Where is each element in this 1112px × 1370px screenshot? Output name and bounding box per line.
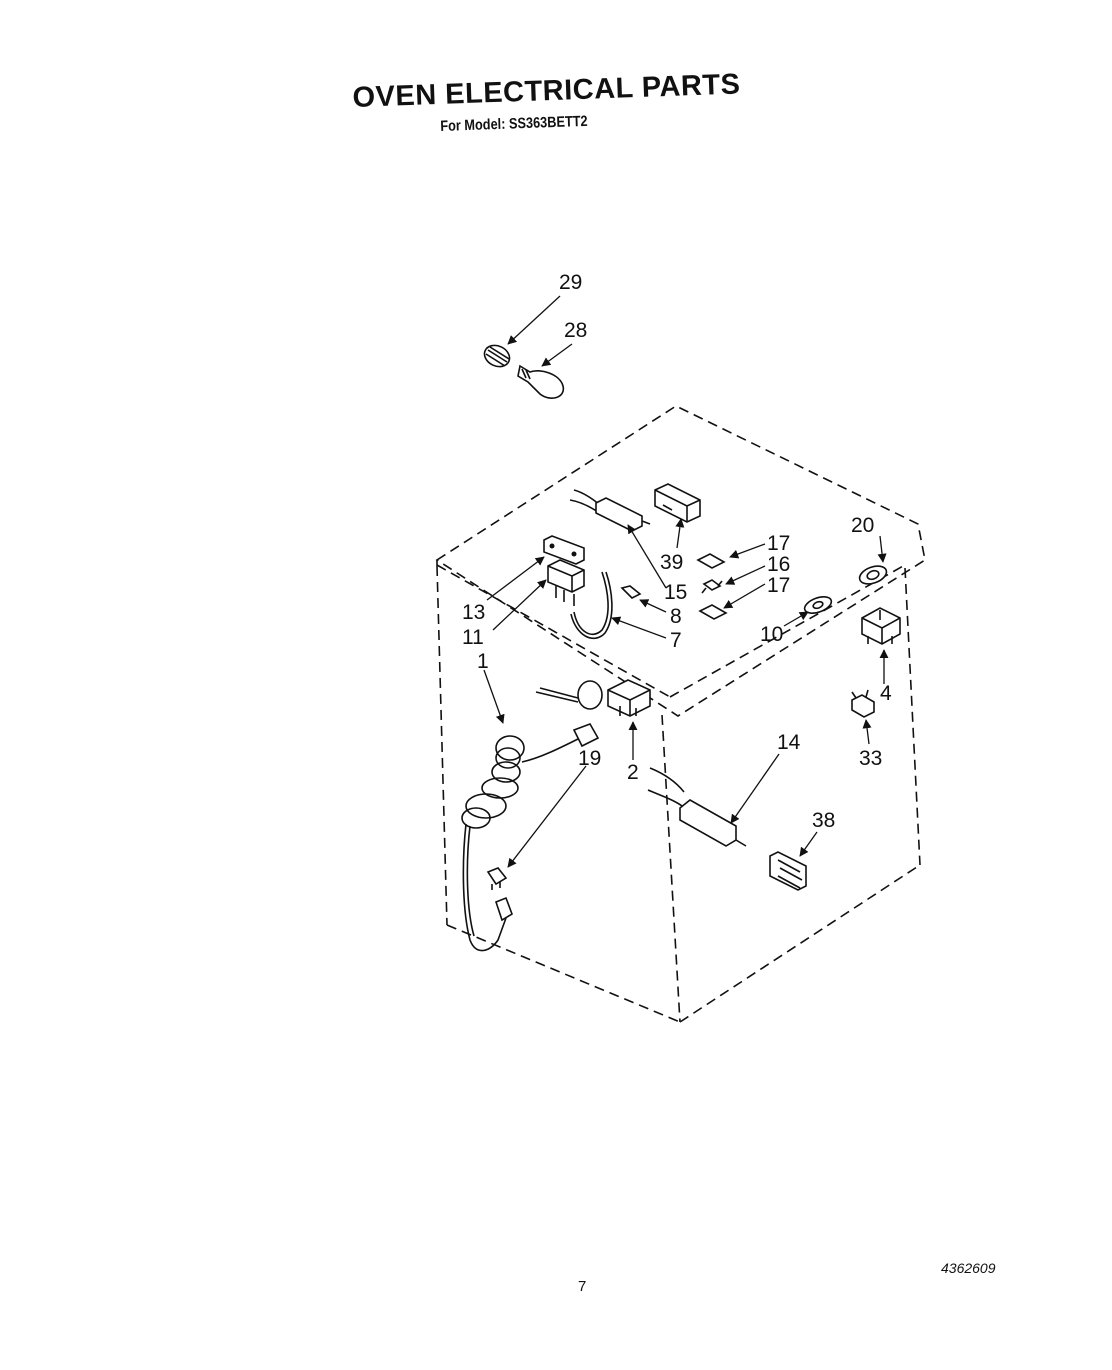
- part-16-thermal-fuse: [701, 579, 723, 594]
- callout-20: 20: [851, 514, 874, 537]
- callout-17-upper: 17: [767, 532, 790, 555]
- callout-2: 2: [627, 761, 639, 784]
- part-28-light-bulb: [517, 364, 565, 399]
- callout-17-lower: 17: [767, 574, 790, 597]
- part-2-switch: [535, 679, 651, 717]
- callout-19: 19: [578, 747, 601, 770]
- part-11-relay: [547, 559, 585, 606]
- callout-29: 29: [559, 271, 582, 294]
- part-8-clip: [620, 585, 642, 599]
- part-29-lamp-socket: [483, 344, 511, 368]
- leader-lines: [483, 295, 889, 868]
- callout-28: 28: [564, 319, 587, 342]
- part-4-switch: [861, 607, 901, 645]
- part-7-wire-lead: [570, 571, 613, 639]
- callout-39: 39: [660, 551, 683, 574]
- callout-8: 8: [670, 605, 682, 628]
- callout-38: 38: [812, 809, 835, 832]
- part-13-bracket: [543, 535, 585, 565]
- callout-7: 7: [670, 629, 682, 652]
- part-17-insulator-upper: [696, 553, 726, 569]
- part-20-thermostat: [858, 565, 888, 585]
- callout-labels: 29 28 39 17 16 17 20 13 11 15 8 7 10 4 1…: [462, 271, 892, 832]
- callout-16: 16: [767, 553, 790, 576]
- part-14-sensor: [647, 767, 747, 847]
- part-33-switch: [851, 689, 875, 718]
- part-17-insulator-lower: [698, 604, 728, 620]
- callout-4: 4: [880, 682, 892, 705]
- callout-33: 33: [859, 747, 882, 770]
- part-10-thermostat: [803, 596, 833, 614]
- part-1-power-cord: [461, 723, 600, 952]
- callout-14: 14: [777, 731, 801, 754]
- part-39-terminal-block: [654, 483, 701, 523]
- part-15-sensor: [569, 489, 651, 532]
- page-number: 7: [578, 1278, 587, 1295]
- part-38-terminal-block: [769, 851, 807, 891]
- callout-15: 15: [664, 581, 687, 604]
- callout-10: 10: [760, 623, 783, 646]
- part-19-connector: [486, 867, 508, 890]
- document-number: 4362609: [941, 1260, 996, 1276]
- callout-13: 13: [462, 601, 485, 624]
- callout-1: 1: [477, 650, 489, 673]
- callout-11: 11: [462, 626, 484, 649]
